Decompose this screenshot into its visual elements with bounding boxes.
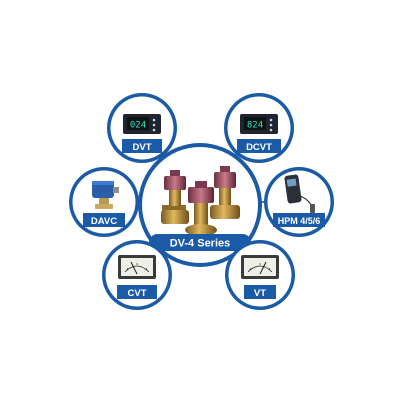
dcvt-label: DCVT	[246, 142, 272, 153]
node-hpm: HPM 4/5/6	[264, 167, 334, 237]
hpm-label: HPM 4/5/6	[278, 216, 321, 226]
digital-meter-icon: 024	[123, 114, 161, 134]
node-dcvt: 824 DCVT	[224, 93, 294, 163]
vt-label: VT	[254, 288, 266, 299]
center-label: DV-4 Series	[170, 238, 231, 250]
dvt-label: DVT	[133, 142, 152, 153]
center-node: DV-4 Series	[138, 143, 262, 267]
analog-meter-icon	[241, 255, 279, 279]
node-dvt: 024 DVT	[107, 93, 177, 163]
dvt-reading: 024	[130, 121, 146, 131]
node-vt: VT	[225, 240, 295, 310]
node-cvt: CVT	[102, 240, 172, 310]
node-davc: DAVC	[69, 167, 139, 237]
valve-controller-icon	[92, 181, 119, 209]
cvt-label: CVT	[128, 288, 147, 299]
analog-meter-icon	[118, 255, 156, 279]
handheld-meter-icon	[284, 174, 315, 213]
davc-label: DAVC	[91, 216, 117, 227]
digital-meter-icon: 824	[240, 114, 278, 134]
dcvt-reading: 824	[247, 121, 263, 131]
gauge-tubes-image	[161, 166, 240, 236]
